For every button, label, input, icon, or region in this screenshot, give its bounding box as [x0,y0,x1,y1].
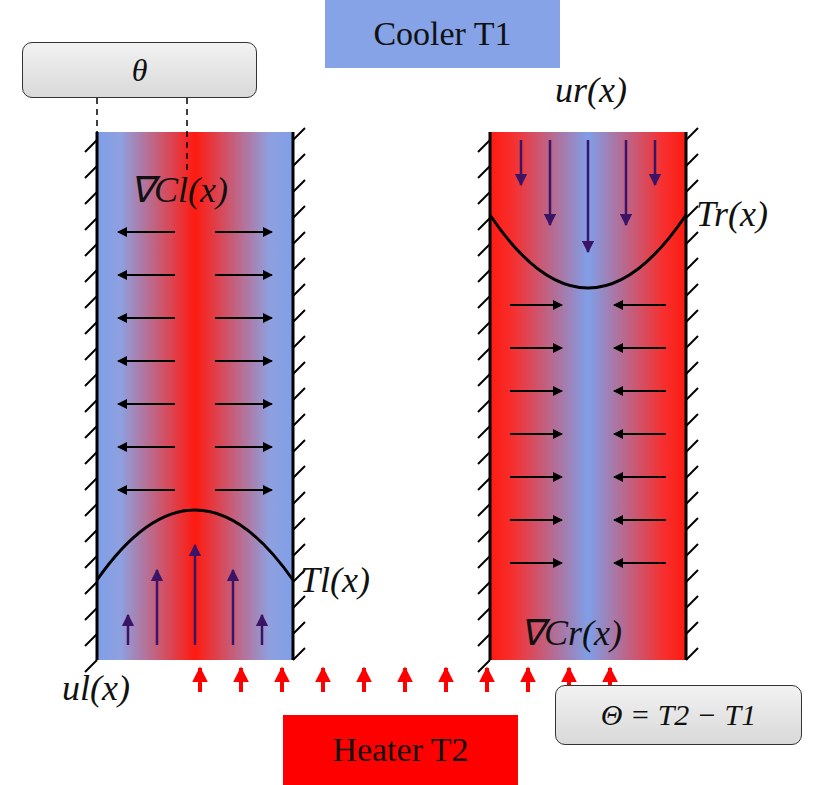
node-text: Heater T2 [332,731,468,769]
gradient-label: ∇Cr(x) [520,615,622,651]
velocity-label: ur(x) [555,72,627,108]
cooler-box: Cooler T1 [325,0,560,68]
velocity-label: ul(x) [62,670,130,706]
wall-hatching [85,128,698,672]
node-text: Θ = T2 − T1 [601,698,757,732]
angle-leaders [97,98,187,170]
difference-box: Θ = T2 − T1 [555,685,802,745]
heater-box: Heater T2 [283,715,518,785]
gradient-label: ∇Cl(x) [130,172,228,208]
node-text: Cooler T1 [373,15,511,53]
velocity-profile [97,215,686,580]
right-channel [490,132,686,660]
node-text: θ [132,52,148,89]
left-channel [97,132,293,660]
temperature-label: Tr(x) [696,196,768,232]
flow-arrows [118,140,666,692]
temperature-label: Tl(x) [300,562,370,598]
angle-box: θ [22,42,257,98]
channel-walls [97,132,686,660]
